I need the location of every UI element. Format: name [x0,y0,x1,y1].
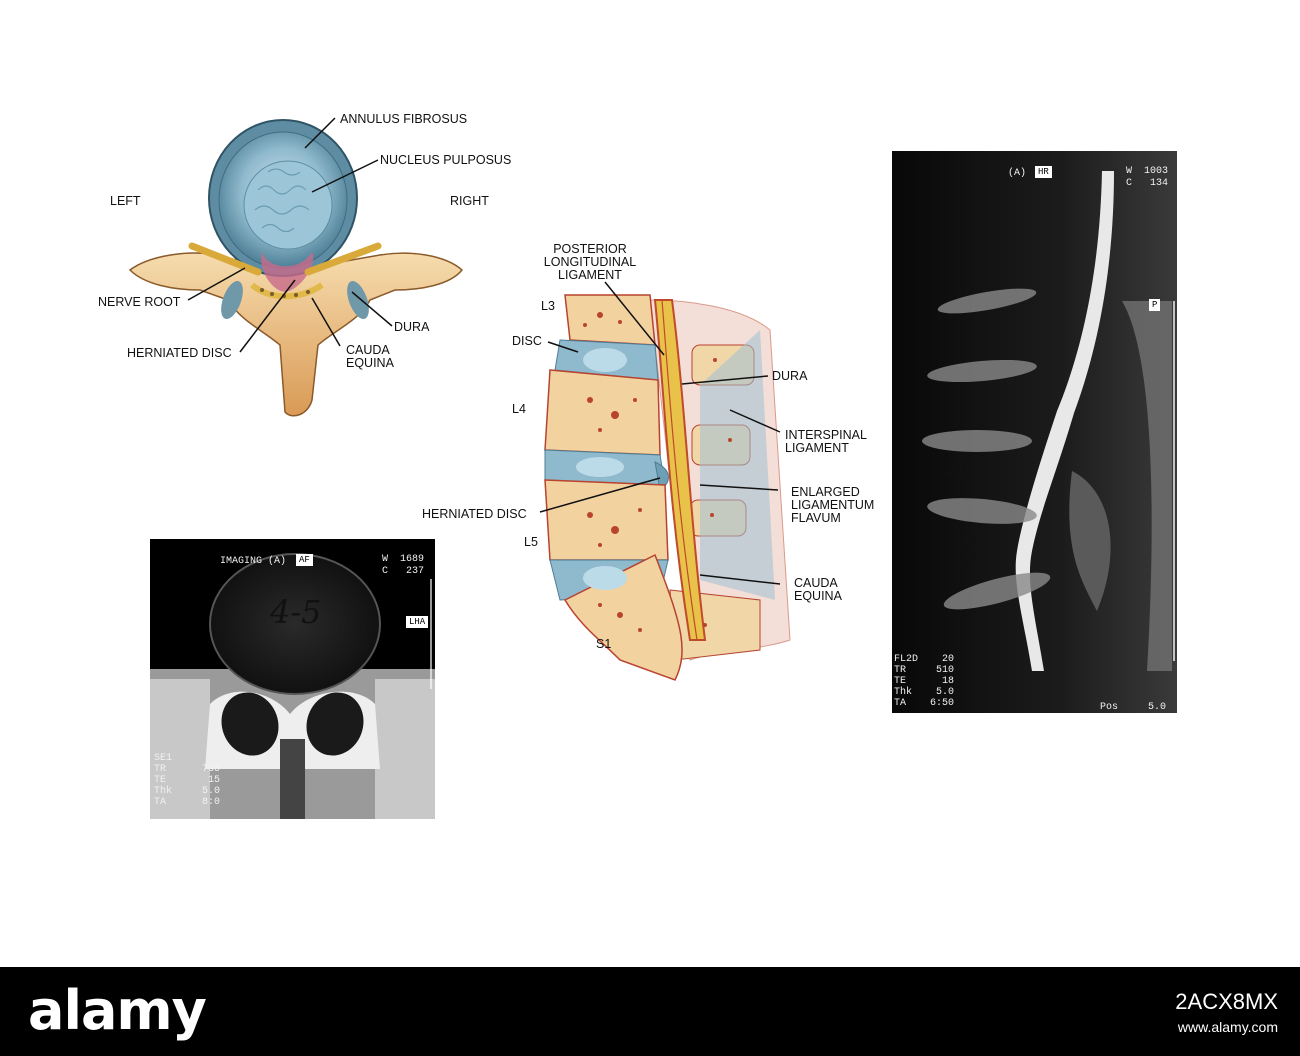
sagittal-spine-diagram [545,295,790,680]
axial-mri-value-1: 735 [202,764,220,775]
sagittal-mri-value-0: 20 [942,654,954,665]
axial-mri-w: W 1689 [382,554,424,565]
label-interspinal-2: LIGAMENT [785,442,849,455]
label-cauda-equina-sagittal-2: EQUINA [794,590,842,603]
label-pll-3: LIGAMENT [520,269,660,282]
axial-mri-side-box: LHA [406,616,428,628]
sagittal-mri-header: (A) [1008,168,1026,179]
sagittal-mri-value-2: 18 [942,676,954,687]
vertebra-l3 [565,295,655,345]
stock-watermark-footer: alamy 2ACX8MX www.alamy.com [0,967,1300,1056]
label-right: RIGHT [450,195,489,208]
image-id: 2ACX8MX [1175,989,1278,1015]
label-nerve-root: NERVE ROOT [98,296,180,309]
label-l3: L3 [541,300,555,313]
axial-mri-header: IMAGING (A) [220,556,286,567]
axial-mri-value-2: 15 [208,775,220,786]
sagittal-mri-value-4: 6:50 [930,698,954,709]
axial-mri-value-4: 8:0 [202,797,220,808]
axial-mri-c: C 237 [382,566,424,577]
sagittal-mri-handwriting-5: 5 [956,535,978,575]
sagittal-mri-param-4: TA [894,698,906,709]
sagittal-mri-c: C 134 [1126,178,1168,189]
label-herniated-disc-sagittal: HERNIATED DISC [422,508,527,521]
axial-mri-param-4: TA [154,797,166,808]
axial-mri-header-box: AF [296,554,313,566]
label-enlarged-3: FLAVUM [791,512,841,525]
sagittal-mri-w: W 1003 [1126,166,1168,177]
sagittal-mri-param-0: FL2D [894,654,918,665]
sagittal-mri-value-1: 510 [936,665,954,676]
axial-mri-param-2: TE [154,775,166,786]
label-l4: L4 [512,403,526,416]
label-herniated-disc-axial: HERNIATED DISC [127,347,232,360]
label-dura-sagittal: DURA [772,370,807,383]
site-url: www.alamy.com [1178,1019,1278,1035]
axial-mri-handwriting: 4-5 [270,593,322,631]
vertebra-l4 [545,370,660,455]
label-nucleus-pulposus: NUCLEUS PULPOSUS [380,154,511,167]
axial-mri-image: IMAGING (A) AF W 1689 C 237 LHA 4-5 SE1 … [150,539,435,819]
sagittal-mri-pos: Pos 5.0 [1100,702,1166,713]
label-annulus-fibrosus: ANNULUS FIBROSUS [340,113,467,126]
axial-mri-value-3: 5.0 [202,786,220,797]
label-l5: L5 [524,536,538,549]
axial-mri-param-3: Thk [154,786,172,797]
axial-mri-param-1: TR [154,764,166,775]
label-left: LEFT [110,195,141,208]
vertebra-l5 [545,480,668,560]
sagittal-mri-image: (A) HR W 1003 C 134 P 4 5 FL2D TR TE Thk… [892,151,1177,713]
sagittal-mri-param-3: Thk [894,687,912,698]
label-disc: DISC [512,335,542,348]
sagittal-mri-handwriting-4: 4 [947,451,969,491]
sagittal-mri-value-3: 5.0 [936,687,954,698]
sagittal-mri-header-box: HR [1035,166,1052,178]
sagittal-mri-param-2: TE [894,676,906,687]
label-s1: S1 [596,638,611,651]
label-dura-axial: DURA [394,321,429,334]
label-cauda-equina-axial-2: EQUINA [346,357,394,370]
axial-mri-param-0: SE1 [154,753,172,764]
sagittal-mri-param-1: TR [894,665,906,676]
brand-logo: alamy [28,979,206,1042]
sagittal-mri-side-box: P [1149,299,1160,311]
